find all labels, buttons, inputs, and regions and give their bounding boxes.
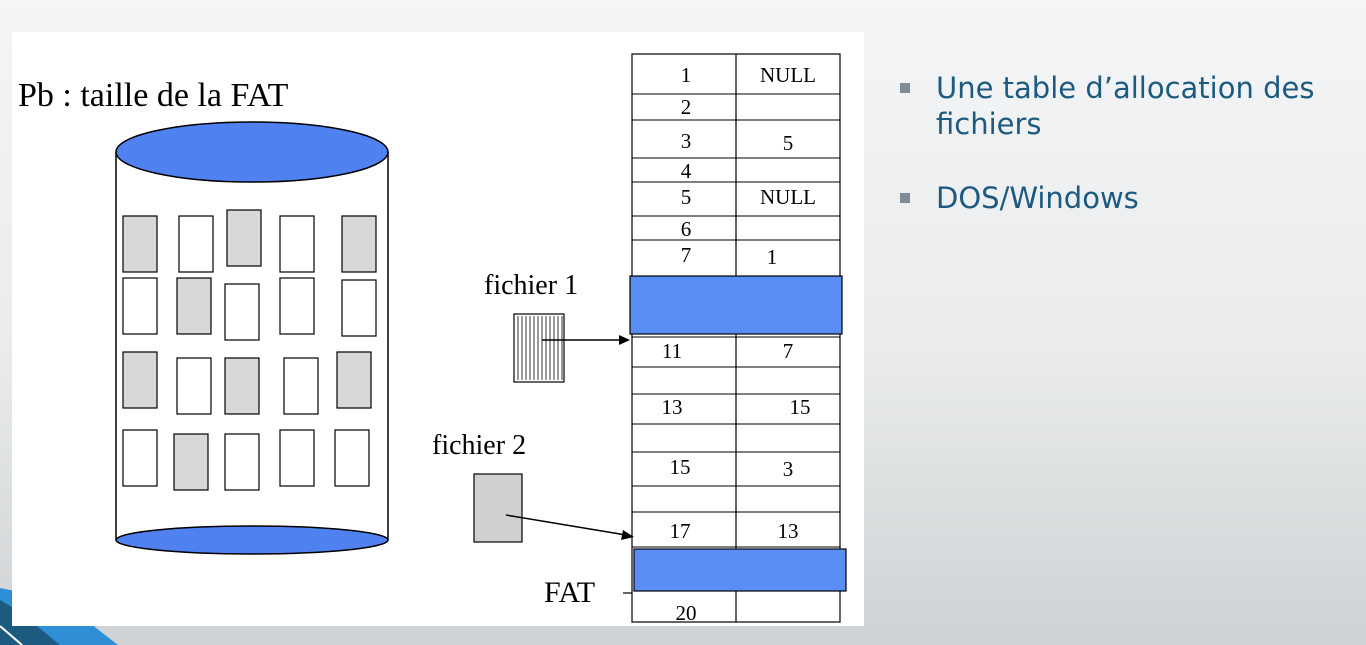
file1-icon: [513, 313, 565, 383]
fat-label: FAT: [544, 576, 595, 609]
fat-index: 4: [681, 159, 692, 183]
disk-block-free: [279, 215, 315, 273]
square-bullet-icon: [900, 193, 910, 203]
disk-block-free: [122, 277, 158, 335]
file2-icon: [473, 473, 523, 543]
file2-label: fichier 2: [432, 430, 526, 461]
fat-index: 3: [681, 129, 692, 153]
fat-next: NULL: [760, 63, 816, 87]
fat-index: 1: [681, 63, 692, 87]
fat-highlight-band: [633, 548, 847, 592]
disk-block-used: [173, 433, 209, 491]
fat-index: 7: [681, 243, 692, 267]
disk-block-free: [224, 283, 260, 341]
square-bullet-icon: [900, 83, 910, 93]
fat-next: 3: [783, 457, 794, 481]
disk-block-free: [122, 429, 158, 487]
fat-index: 17: [670, 519, 691, 543]
fat-index: 11: [662, 339, 682, 363]
disk-top: [115, 121, 389, 183]
disk-bottom: [115, 525, 389, 555]
bullet-text: Une table d’allocation des fichiers: [936, 71, 1315, 141]
disk-block-free: [341, 279, 377, 337]
bullet-list: Une table d’allocation des fichiers DOS/…: [900, 70, 1360, 254]
disk-block-used: [336, 351, 372, 409]
diagram-title: Pb : taille de la FAT: [18, 77, 289, 114]
disk-block-free: [334, 429, 370, 487]
disk-block-used: [122, 215, 158, 273]
fat-figure: Pb : taille de la FAT: [12, 32, 864, 626]
fat-index: 20: [676, 601, 697, 625]
fat-index: 6: [681, 217, 692, 241]
disk-block-free: [283, 357, 319, 415]
fat-highlight-band: [629, 275, 843, 335]
disk-block-free: [224, 433, 260, 491]
disk-block-used: [341, 215, 377, 273]
disk-block-free: [176, 357, 212, 415]
fat-next: 13: [778, 519, 799, 543]
fat-next: 5: [783, 131, 794, 155]
disk-block-used: [122, 351, 158, 409]
fat-index: 13: [662, 395, 683, 419]
disk-cylinder: [115, 121, 389, 555]
file1-arrow: [542, 335, 630, 345]
file2-arrow: [505, 514, 634, 540]
fat-diagram: Pb : taille de la FAT: [18, 53, 847, 625]
fat-table: 1 NULL 2 3 5 4 5 NULL 6 7 1 11 7 13 15 1…: [629, 53, 847, 625]
fat-next: 1: [767, 245, 778, 269]
fat-index: 5: [681, 185, 692, 209]
disk-block-free: [279, 277, 315, 335]
fat-next: 15: [790, 395, 811, 419]
bullet-item: DOS/Windows: [900, 180, 1360, 216]
bullet-item: Une table d’allocation des fichiers: [900, 70, 1360, 142]
disk-block-free: [279, 429, 315, 487]
disk-block-used: [176, 277, 212, 335]
fat-index: 15: [670, 455, 691, 479]
disk-block-free: [178, 215, 214, 273]
disk-block-used: [226, 209, 262, 267]
fat-next: NULL: [760, 185, 816, 209]
disk-block-used: [224, 357, 260, 415]
disk-blocks: [122, 209, 377, 491]
fat-next: 7: [783, 339, 794, 363]
fat-index: 2: [681, 95, 692, 119]
file1-label: fichier 1: [484, 270, 578, 301]
bullet-text: DOS/Windows: [936, 181, 1139, 215]
